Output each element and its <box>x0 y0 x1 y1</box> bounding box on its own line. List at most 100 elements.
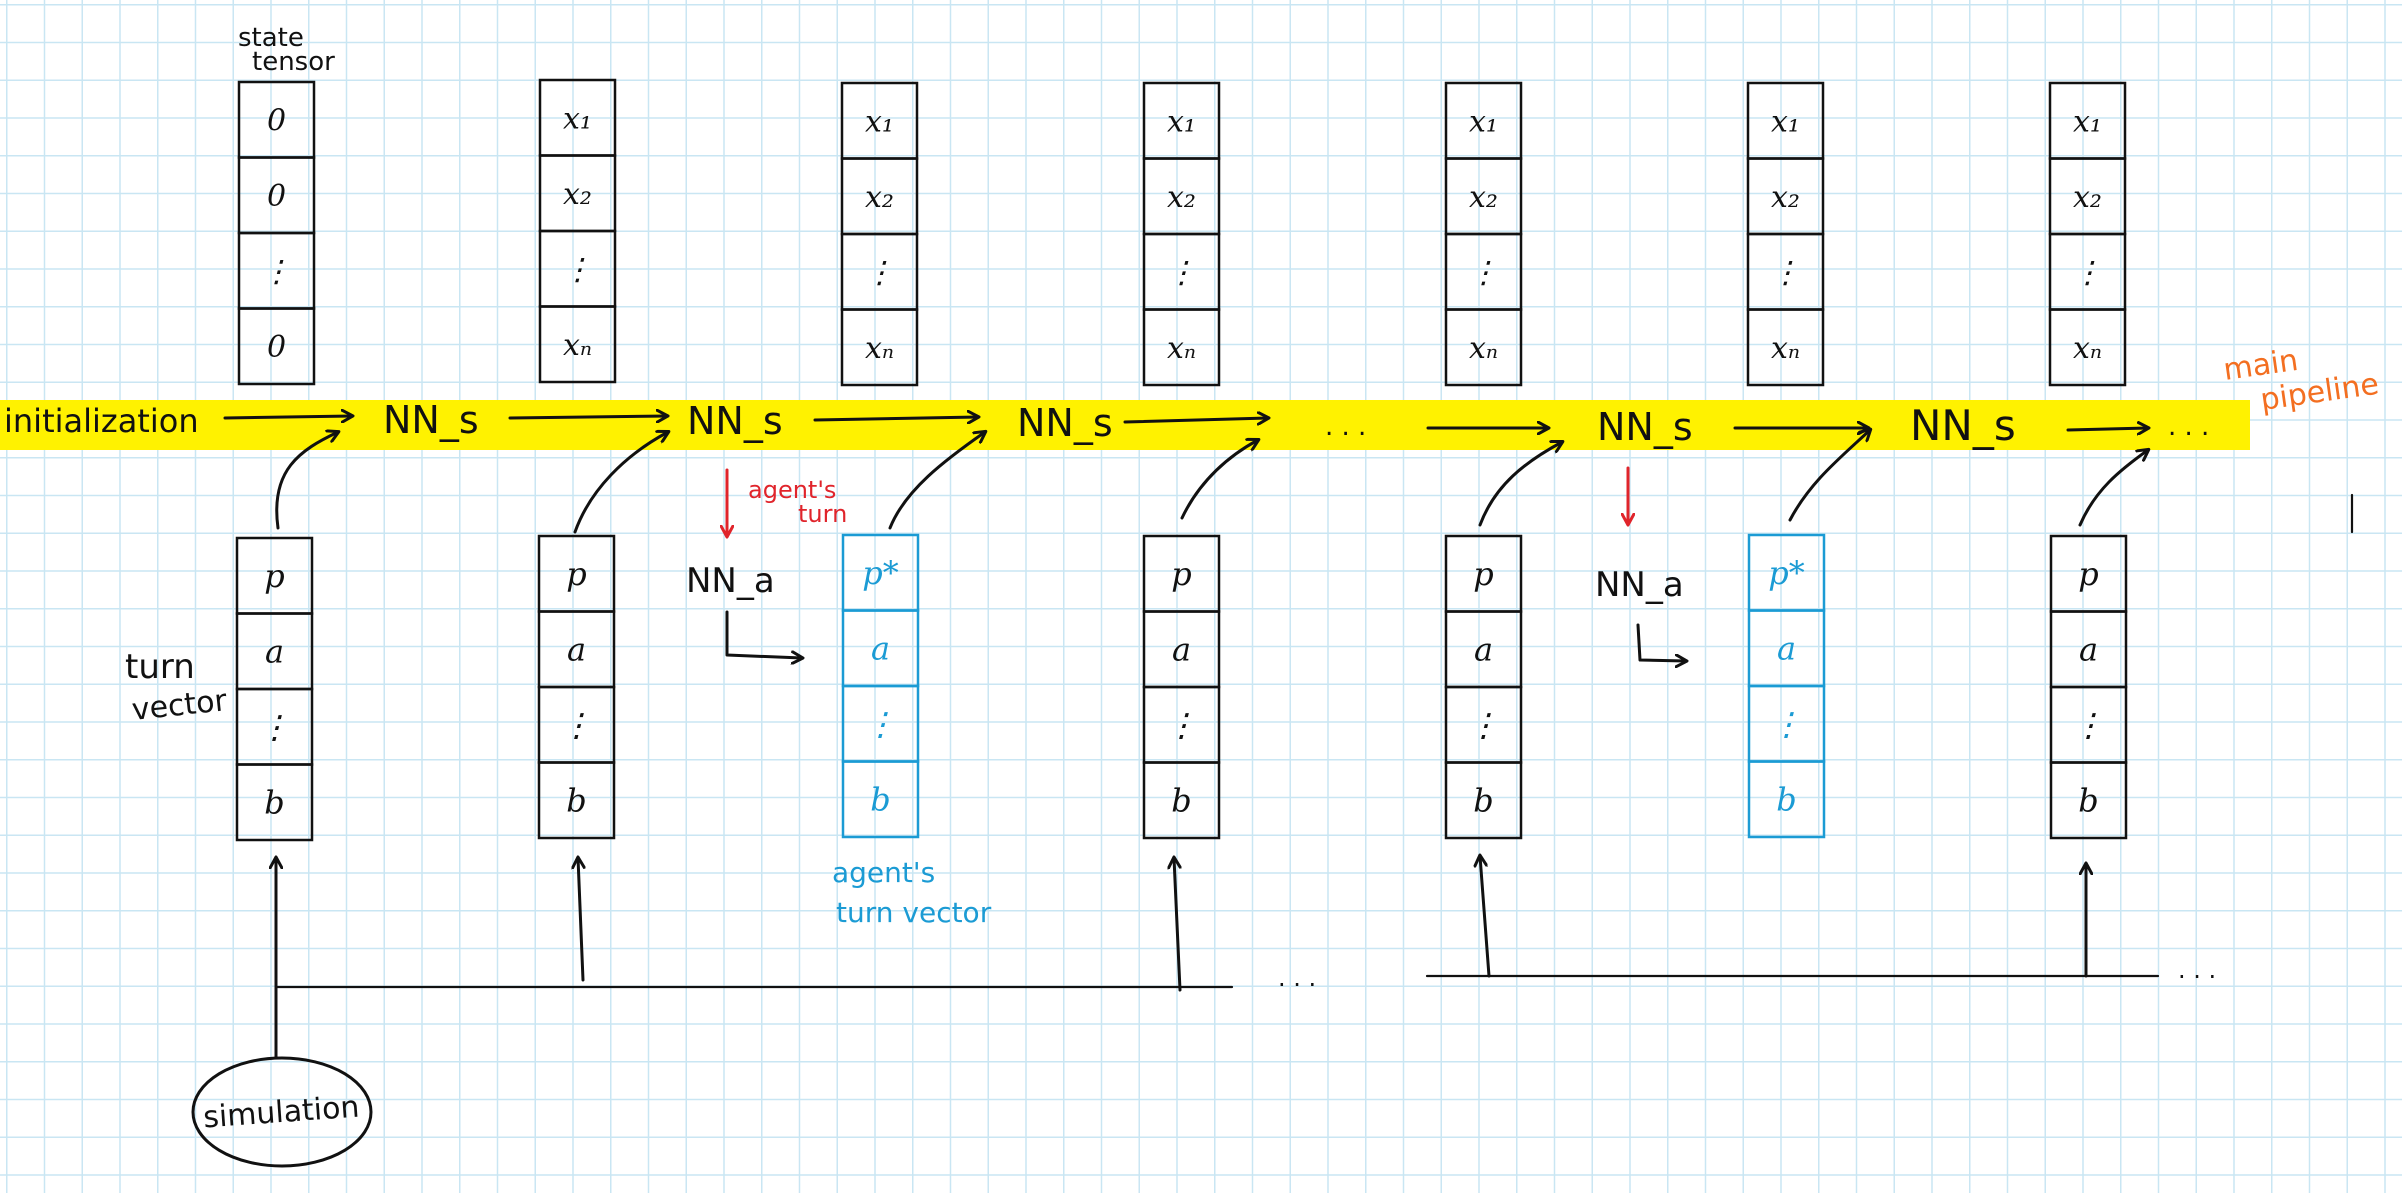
agent-turn-vector-cell-text: p* <box>862 554 898 592</box>
state-tensor-cell-text: ⋮ <box>865 255 895 290</box>
state-tensor-cell-text: ⋮ <box>262 254 292 289</box>
turn-to-pipeline-arrows <box>275 430 2148 534</box>
nn-s-label-5: NN_s <box>1910 401 2016 450</box>
state-tensor-cell-text: ⋮ <box>2073 255 2103 290</box>
agent-turn-vector-cell-text: ⋮ <box>865 705 897 743</box>
turn-vector-column: pa ⋮ b <box>1142 534 1221 840</box>
turn-vector-column: pa⋮b <box>537 534 616 840</box>
turn-vector-cell-box <box>235 763 314 842</box>
initialization-label: initialization <box>4 402 199 440</box>
state-tensor-cell-text: xₙ <box>563 328 592 363</box>
turn-vector-label-line1: turn <box>125 647 195 687</box>
agent-turn-vector-label-line1: agent's <box>832 856 935 889</box>
state-tensor-cell-text: x₂ <box>2073 180 2102 215</box>
state-tensor-cell-box <box>237 307 316 386</box>
state-tensor-column: 0 0 ⋮ 0 <box>237 80 316 386</box>
simulation-node <box>191 1056 373 1168</box>
turn-vector-cell-text: ⋮ <box>259 708 291 746</box>
nn-s-label-1: NN_s <box>383 398 479 442</box>
agent-turn-vector-label-line2: turn vector <box>836 896 992 929</box>
turn-vector-columns: pa⋮bpa⋮bp*a⋮bpa⋮bpa⋮bp*a⋮bpa⋮b <box>235 533 2128 842</box>
turn-vector-cell-box <box>537 761 616 840</box>
agent-turn-vector-cell-box <box>1747 760 1826 839</box>
turn-vector-column: pa ⋮ b <box>2049 534 2128 840</box>
state-tensor-columns: 00⋮0x₁x₂⋮xₙx₁x₂⋮xₙx₁x₂⋮xₙx₁x₂⋮xₙx₁x₂⋮xₙx… <box>237 78 2127 387</box>
nn-a-arrow-2 <box>1636 623 1686 661</box>
agent-turn-vector-column: p* a ⋮ b <box>841 533 920 839</box>
pipeline-ellipsis-1: . . . <box>1325 412 1366 442</box>
turn-vector-cell-text: ⋮ <box>2073 706 2105 744</box>
nn-s-label-2: NN_s <box>687 399 783 443</box>
state-tensor-cell-text: x₂ <box>1771 180 1800 215</box>
turn-vector-column: pa ⋮ b <box>1444 534 1523 840</box>
state-tensor-cell-text: x₁ <box>1771 104 1800 139</box>
state-tensor-cell-box <box>538 305 617 384</box>
turn-vector-cell-text: b <box>566 781 586 819</box>
state-tensor-cell-text: 0 <box>267 330 286 365</box>
state-tensor-cell-text: x₁ <box>563 101 592 136</box>
state-tensor-label-line2: tensor <box>252 47 335 77</box>
simulation-feed-lines <box>276 856 2160 1060</box>
turn-vector-cell-text: a <box>265 632 284 670</box>
state-tensor-cell-text: x₁ <box>1167 104 1196 139</box>
nn-a-label-1: NN_a <box>686 561 775 601</box>
state-tensor-cell-box <box>1142 308 1221 387</box>
state-tensor-cell-text: x₂ <box>865 180 894 215</box>
state-tensor-cell-text: ⋮ <box>1771 255 1801 290</box>
state-tensor-cell-box <box>2048 308 2127 387</box>
pipeline-ellipsis-2: . . . <box>2168 412 2209 442</box>
feed-ellipsis-2: . . . <box>2178 956 2216 984</box>
turn-vector-cell-box <box>1142 761 1221 840</box>
turn-vector-cell-text: p <box>264 557 284 595</box>
agent-turn-vector-cell-text: b <box>870 780 890 818</box>
turn-vector-cell-box <box>2049 761 2128 840</box>
pipeline-highlight <box>0 400 2250 450</box>
simulation-label: simulation <box>202 1090 360 1136</box>
turn-vector-cell-text: p <box>2078 555 2098 593</box>
state-tensor-cell-text: ⋮ <box>1469 255 1499 290</box>
turn-vector-cell-text: a <box>1474 630 1493 668</box>
turn-vector-cell-text: ⋮ <box>1166 706 1198 744</box>
turn-vector-cell-text: ⋮ <box>1468 706 1500 744</box>
nn-s-label-3: NN_s <box>1017 401 1113 445</box>
turn-vector-cell-text: a <box>2079 630 2098 668</box>
nn-a-arrow-1 <box>725 610 802 658</box>
state-tensor-cell-text: xₙ <box>865 331 894 366</box>
turn-vector-cell-box <box>1444 761 1523 840</box>
agent-turn-vector-cell-text: a <box>871 629 890 667</box>
nn-s-label-4: NN_s <box>1597 405 1693 449</box>
turn-vector-cell-text: b <box>1473 781 1493 819</box>
state-tensor-cell-box <box>1444 308 1523 387</box>
state-tensor-cell-text: xₙ <box>1771 331 1800 366</box>
turn-vector-cell-text: b <box>1171 781 1191 819</box>
turn-vector-column: pa⋮b <box>235 536 314 842</box>
agent-turn-vector-cell-text: p* <box>1768 554 1804 592</box>
agents-turn-label-line2: turn <box>798 500 847 528</box>
turn-vector-cell-text: ⋮ <box>561 706 593 744</box>
turn-vector-cell-text: p <box>1473 555 1493 593</box>
state-tensor-column: x₁ x₂ ⋮ xₙ <box>1746 81 1825 387</box>
state-tensor-label-line1: state <box>238 23 304 53</box>
state-tensor-cell-text: x₂ <box>1167 180 1196 215</box>
feed-ellipsis-1: . . . <box>1278 964 1316 992</box>
state-tensor-cell-text: 0 <box>267 179 286 214</box>
state-tensor-cell-text: 0 <box>267 103 286 138</box>
agent-turn-vector-cell-text: b <box>1776 780 1796 818</box>
state-tensor-cell-text: x₁ <box>1469 104 1498 139</box>
turn-vector-cell-text: b <box>2078 781 2098 819</box>
agents-turn-label-line1: agent's <box>748 476 836 504</box>
turn-vector-cell-text: p <box>1171 555 1191 593</box>
turn-vector-cell-text: a <box>567 630 586 668</box>
nn-a-label-2: NN_a <box>1595 565 1684 605</box>
pipeline-arrows <box>223 416 2148 430</box>
state-tensor-cell-text: x₂ <box>563 177 592 212</box>
state-tensor-cell-box <box>1746 308 1825 387</box>
state-tensor-cell-text: xₙ <box>1469 331 1498 366</box>
state-tensor-cell-text: x₁ <box>2073 104 2102 139</box>
state-tensor-cell-text: xₙ <box>2073 331 2102 366</box>
turn-vector-cell-text: a <box>1172 630 1191 668</box>
